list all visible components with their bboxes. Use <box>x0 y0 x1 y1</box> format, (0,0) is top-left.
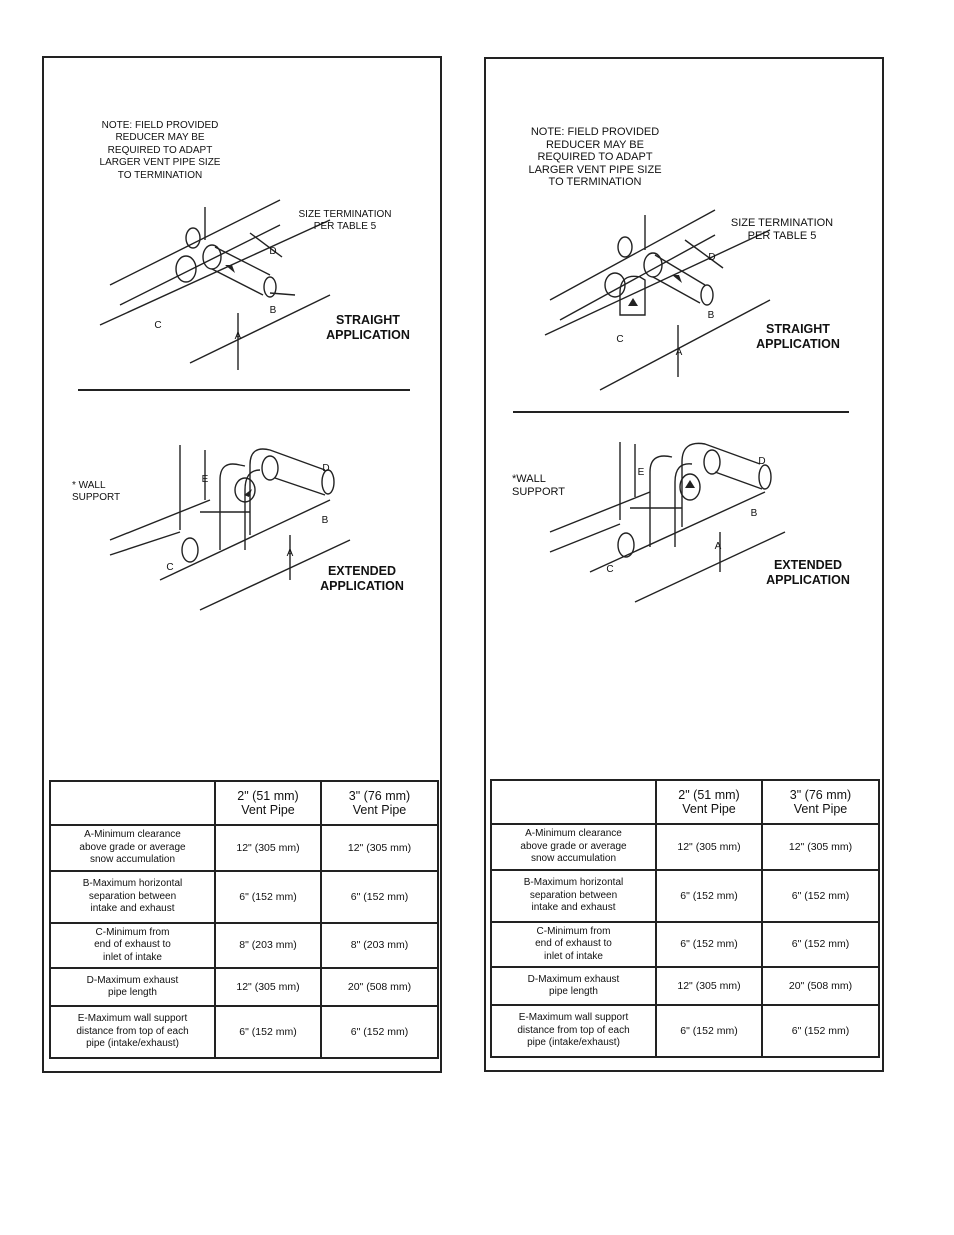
row-value-2in: 8" (203 mm) <box>214 922 322 969</box>
row-value-2in: 6" (152 mm) <box>655 1004 763 1058</box>
table-header-empty <box>49 780 216 826</box>
row-value-3in: 6" (152 mm) <box>320 1005 439 1059</box>
right-dim-a: A <box>675 347 683 358</box>
table-row: C-Minimum from end of exhaust to inlet o… <box>490 921 880 968</box>
row-label: D-Maximum exhaust pipe length <box>490 966 657 1006</box>
table-header-3in: 3" (76 mm) Vent Pipe <box>761 779 880 825</box>
right-dim-a-ext: A <box>714 541 722 552</box>
right-wall-support: *WALL SUPPORT <box>512 473 565 498</box>
right-dim-b: B <box>707 310 715 321</box>
left-size-termination: SIZE TERMINATION PER TABLE 5 <box>298 209 392 232</box>
row-label: B-Maximum horizontal separation between … <box>490 869 657 923</box>
row-value-3in: 12" (305 mm) <box>320 824 439 872</box>
left-note: NOTE: FIELD PROVIDED REDUCER MAY BE REQU… <box>99 120 221 181</box>
right-extended-diagram <box>549 442 786 603</box>
left-divider <box>78 389 410 391</box>
left-spec-table: 2" (51 mm) Vent Pipe 3" (76 mm) Vent Pip… <box>49 780 439 1059</box>
left-dim-a-ext: A <box>286 548 294 559</box>
row-value-2in: 12" (305 mm) <box>214 824 322 872</box>
table-row: A-Minimum clearance above grade or avera… <box>490 823 880 871</box>
row-value-3in: 20" (508 mm) <box>761 966 880 1006</box>
right-dim-b-ext: B <box>750 508 758 519</box>
row-value-2in: 6" (152 mm) <box>214 1005 322 1059</box>
row-value-3in: 6" (152 mm) <box>320 870 439 924</box>
row-value-3in: 20" (508 mm) <box>320 967 439 1007</box>
row-label: C-Minimum from end of exhaust to inlet o… <box>490 921 657 968</box>
row-value-3in: 6" (152 mm) <box>761 869 880 923</box>
row-label: D-Maximum exhaust pipe length <box>49 967 216 1007</box>
row-label: A-Minimum clearance above grade or avera… <box>490 823 657 871</box>
left-dim-c: C <box>154 320 162 331</box>
table-header-3in: 3" (76 mm) Vent Pipe <box>320 780 439 826</box>
row-value-2in: 6" (152 mm) <box>655 869 763 923</box>
left-dim-b-ext: B <box>321 515 329 526</box>
right-note: NOTE: FIELD PROVIDED REDUCER MAY BE REQU… <box>528 126 662 189</box>
row-label: C-Minimum from end of exhaust to inlet o… <box>49 922 216 969</box>
table-header-empty <box>490 779 657 825</box>
left-straight-diagram <box>99 199 331 370</box>
left-dim-c-ext: C <box>166 562 174 573</box>
table-header-2in: 2" (51 mm) Vent Pipe <box>214 780 322 826</box>
table-row: C-Minimum from end of exhaust to inlet o… <box>49 922 439 969</box>
left-dim-b: B <box>269 305 277 316</box>
table-header-2in: 2" (51 mm) Vent Pipe <box>655 779 763 825</box>
table-header-row: 2" (51 mm) Vent Pipe 3" (76 mm) Vent Pip… <box>490 779 880 825</box>
right-dim-d: D <box>708 252 716 263</box>
table-row: B-Maximum horizontal separation between … <box>490 869 880 923</box>
row-value-3in: 8" (203 mm) <box>320 922 439 969</box>
right-extended-title: EXTENDED APPLICATION <box>766 558 850 587</box>
table-row: B-Maximum horizontal separation between … <box>49 870 439 924</box>
right-divider <box>513 411 849 413</box>
left-straight-title: STRAIGHT APPLICATION <box>326 313 410 342</box>
right-straight-title: STRAIGHT APPLICATION <box>756 322 840 351</box>
table-row: E-Maximum wall support distance from top… <box>490 1004 880 1058</box>
row-value-2in: 12" (305 mm) <box>214 967 322 1007</box>
left-dim-d-ext: D <box>322 463 330 474</box>
right-size-termination: SIZE TERMINATION PER TABLE 5 <box>730 217 834 242</box>
right-dim-c-ext: C <box>606 564 614 575</box>
row-value-2in: 12" (305 mm) <box>655 823 763 871</box>
row-label: E-Maximum wall support distance from top… <box>490 1004 657 1058</box>
row-value-2in: 12" (305 mm) <box>655 966 763 1006</box>
left-wall-support: * WALL SUPPORT <box>72 480 121 503</box>
row-value-3in: 6" (152 mm) <box>761 921 880 968</box>
row-value-2in: 6" (152 mm) <box>655 921 763 968</box>
row-label: A-Minimum clearance above grade or avera… <box>49 824 216 872</box>
left-extended-title: EXTENDED APPLICATION <box>320 564 404 593</box>
left-dim-e: E <box>201 474 209 485</box>
row-label: E-Maximum wall support distance from top… <box>49 1005 216 1059</box>
table-row: A-Minimum clearance above grade or avera… <box>49 824 439 872</box>
table-header-row: 2" (51 mm) Vent Pipe 3" (76 mm) Vent Pip… <box>49 780 439 826</box>
right-dim-e: E <box>637 467 645 478</box>
right-dim-d-ext: D <box>758 456 766 467</box>
table-row: D-Maximum exhaust pipe length 12" (305 m… <box>49 967 439 1007</box>
row-value-3in: 6" (152 mm) <box>761 1004 880 1058</box>
right-straight-diagram <box>544 209 771 391</box>
left-extended-diagram <box>109 445 351 611</box>
right-dim-c: C <box>616 334 624 345</box>
right-spec-table: 2" (51 mm) Vent Pipe 3" (76 mm) Vent Pip… <box>490 779 880 1058</box>
table-row: E-Maximum wall support distance from top… <box>49 1005 439 1059</box>
left-dim-a: A <box>234 331 242 342</box>
row-value-3in: 12" (305 mm) <box>761 823 880 871</box>
row-value-2in: 6" (152 mm) <box>214 870 322 924</box>
table-row: D-Maximum exhaust pipe length 12" (305 m… <box>490 966 880 1006</box>
row-label: B-Maximum horizontal separation between … <box>49 870 216 924</box>
left-dim-d: D <box>269 246 277 257</box>
